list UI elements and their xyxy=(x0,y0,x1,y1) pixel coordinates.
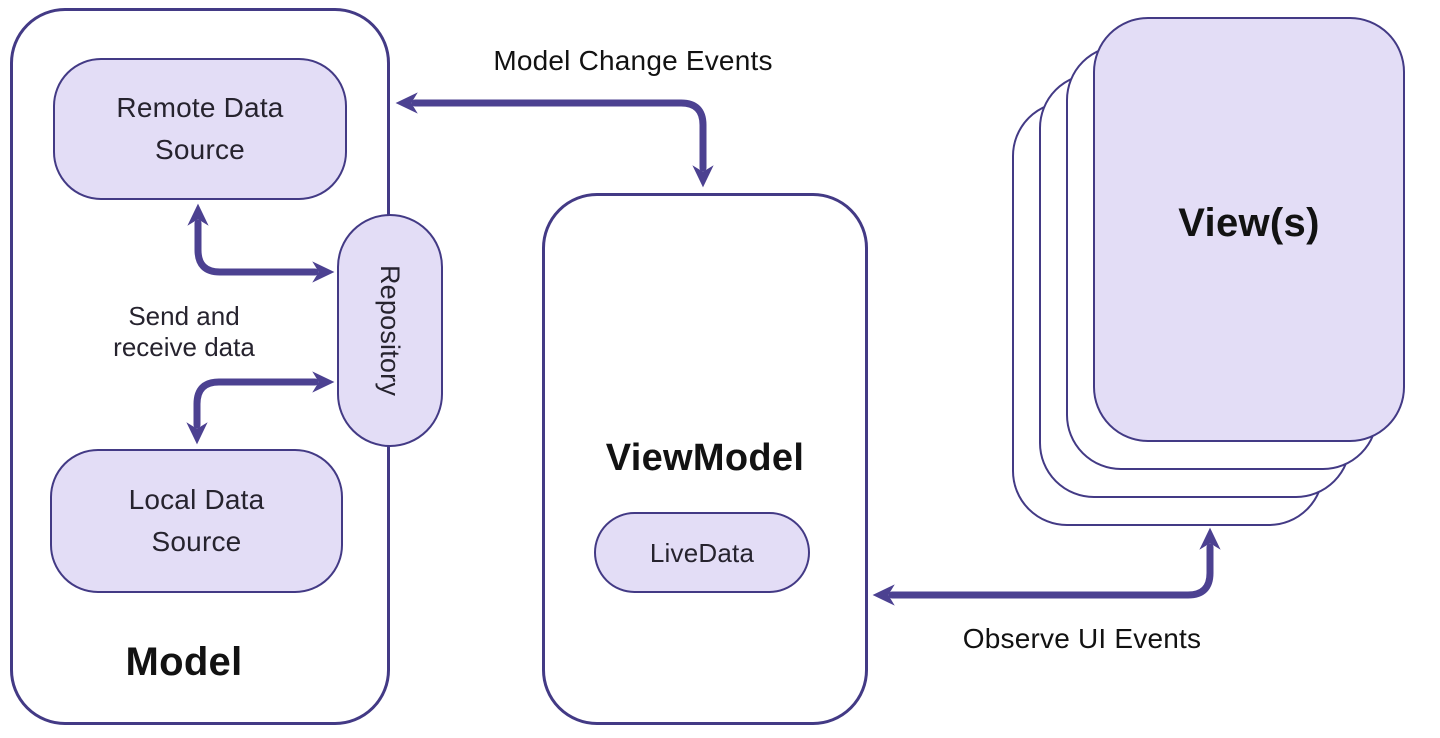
livedata-label: LiveData xyxy=(649,537,755,568)
repository-node: Repository xyxy=(337,214,443,447)
livedata-node: LiveData xyxy=(594,512,810,593)
local-data-source-label-line1: Local Data xyxy=(128,484,265,515)
viewmodel-title: ViewModel xyxy=(605,437,805,479)
repository-label: Repository xyxy=(375,264,406,397)
model-title: Model xyxy=(125,640,243,684)
local-data-source-label-line2: Source xyxy=(151,526,242,557)
arrow-model-change-events xyxy=(395,92,714,188)
send-receive-line1: Send and xyxy=(128,301,240,331)
remote-data-source-label-line1: Remote Data xyxy=(116,92,284,123)
viewmodel-container xyxy=(542,193,868,725)
arrow-observe-ui-events xyxy=(872,527,1221,606)
remote-data-source-label-line2: Source xyxy=(155,134,245,165)
view-card-front: View(s) xyxy=(1093,17,1405,442)
local-data-source-node: Local Data Source xyxy=(50,449,343,593)
observe-ui-events-label: Observe UI Events xyxy=(962,623,1202,654)
send-receive-note: Send and receive data xyxy=(54,301,314,363)
remote-data-source-node: Remote Data Source xyxy=(53,58,347,200)
views-title: View(s) xyxy=(1178,201,1320,245)
model-change-events-label: Model Change Events xyxy=(493,45,773,76)
send-receive-line2: receive data xyxy=(113,332,255,362)
